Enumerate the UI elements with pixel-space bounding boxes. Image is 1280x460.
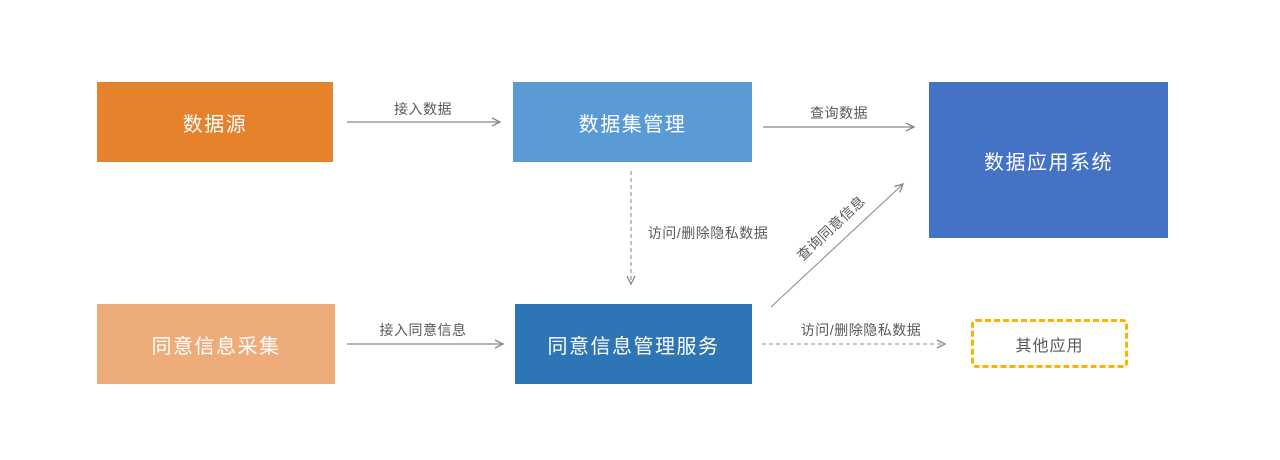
node-data-source-label: 数据源	[182, 113, 248, 136]
arrow-query-consent-info	[770, 183, 905, 308]
node-consent-management-service-label: 同意信息管理服务	[547, 335, 720, 358]
edge-label-access-data: 接入数据	[394, 101, 452, 117]
node-consent-management-service: 同意信息管理服务	[515, 304, 752, 384]
edge-label-access-consent-info: 接入同意信息	[379, 322, 467, 338]
node-data-source: 数据源	[97, 82, 333, 162]
node-dataset-management: 数据集管理	[513, 82, 752, 162]
node-consent-collection-label: 同意信息采集	[151, 335, 281, 358]
node-other-applications: 其他应用	[971, 319, 1128, 368]
node-data-application-system-label: 数据应用系统	[984, 151, 1113, 174]
node-consent-collection: 同意信息采集	[97, 304, 335, 384]
edge-label-access-delete-private-data-down: 访问/删除隐私数据	[647, 225, 769, 241]
node-data-application-system: 数据应用系统	[929, 82, 1168, 238]
node-other-applications-label: 其他应用	[1015, 337, 1084, 355]
edge-label-query-data: 查询数据	[810, 105, 868, 121]
edge-label-access-delete-private-data-right: 访问/删除隐私数据	[800, 322, 922, 338]
node-dataset-management-label: 数据集管理	[578, 113, 687, 136]
